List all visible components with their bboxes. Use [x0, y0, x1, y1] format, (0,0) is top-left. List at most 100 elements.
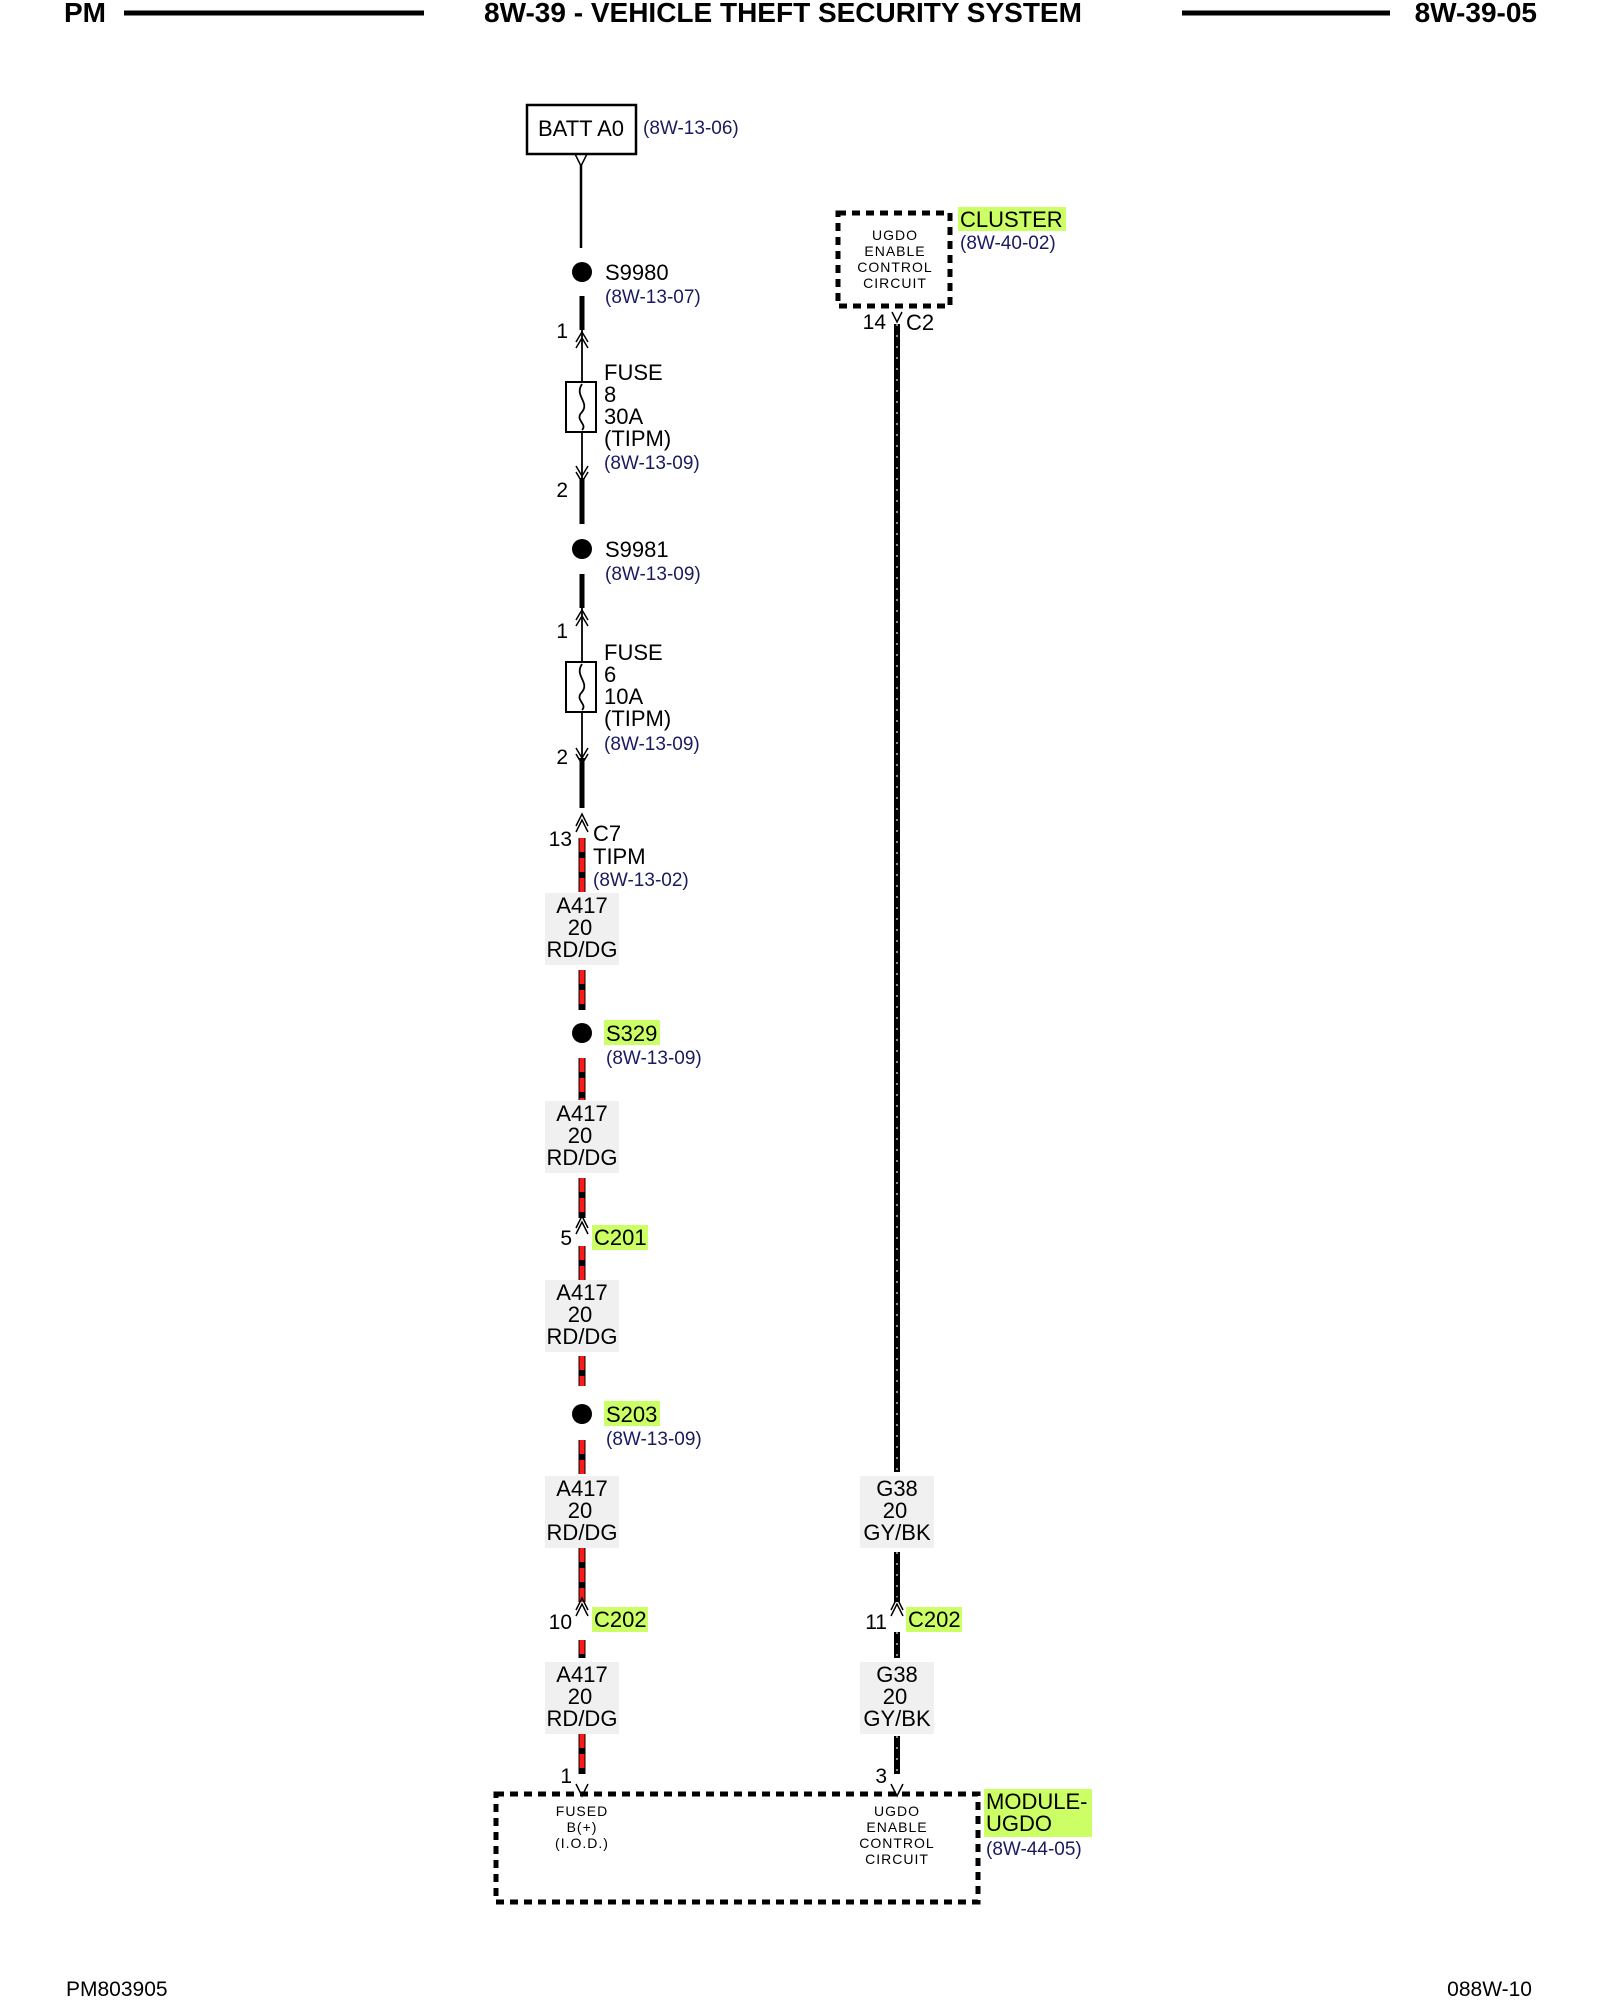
splice-s9981-ref: (8W-13-09) [605, 564, 701, 585]
cluster-box-line-1: UGDO [872, 227, 918, 243]
c202-right-connector-symbol [890, 1596, 904, 1617]
module-right-pin: 3 [875, 1765, 887, 1788]
fuse6-bottom-connector [575, 747, 589, 766]
module-right-line-3: CONTROL [859, 1835, 934, 1851]
wire-a417-1-color: RD/DG [547, 937, 618, 962]
fuse8-line-1: FUSE [604, 360, 663, 385]
cluster-name-highlight [958, 207, 1066, 231]
batt-box [525, 103, 638, 156]
fuse8-ref: (8W-13-09) [604, 453, 700, 474]
c202-right-highlight [906, 1607, 962, 1632]
wire-g38-1-gauge: 20 [883, 1498, 907, 1523]
wire-a417-4-color: RD/DG [547, 1520, 618, 1545]
c201-connector-symbol [575, 1214, 589, 1235]
fuse8-pin-bottom: 2 [556, 479, 568, 502]
wire-a417-2-code: A417 [556, 1101, 607, 1126]
fuse6-element [578, 663, 586, 711]
fuse6-line-2: 6 [604, 662, 616, 687]
page-header: PM 8W-39 - VEHICLE THEFT SECURITY SYSTEM… [64, 0, 1537, 28]
cluster-c2-terminal [891, 311, 903, 324]
cluster-ref: (8W-40-02) [960, 233, 1056, 254]
splice-s9980-ref: (8W-13-07) [605, 287, 701, 308]
wire-a417-1-code: A417 [556, 893, 607, 918]
cluster-box-line-3: CONTROL [857, 259, 932, 275]
fuse8-bottom-connector [575, 465, 589, 484]
fuse6-pin-top: 1 [556, 620, 568, 643]
splice-s203-dot [572, 1404, 592, 1424]
cluster-name: CLUSTER [960, 207, 1063, 232]
c202-left-pin: 10 [549, 1611, 572, 1634]
cluster-box-line-2: ENABLE [864, 243, 925, 259]
module-left-pin: 1 [560, 1765, 572, 1788]
c202-right-label: C202 [908, 1607, 961, 1632]
fuse6-pin-bottom: 2 [556, 746, 568, 769]
batt-ref: (8W-13-06) [643, 118, 739, 139]
cluster-pin: 14 [863, 311, 887, 334]
fuse6-line-1: FUSE [604, 640, 663, 665]
c7-pin: 13 [549, 828, 572, 851]
footer-left: PM803905 [66, 1978, 168, 2000]
wire-g38-2-code: G38 [876, 1662, 918, 1687]
wire-a417-5-color: RD/DG [547, 1706, 618, 1731]
cluster-connector: C2 [906, 310, 934, 335]
cluster-box [835, 210, 953, 309]
c201-highlight [592, 1225, 648, 1250]
splice-s9980-dot [572, 262, 592, 282]
module-ugdo-box [493, 1791, 981, 1905]
splice-s9981-dot [572, 539, 592, 559]
splice-s203-label: S203 [606, 1402, 657, 1427]
c202-left-connector-symbol [575, 1596, 589, 1617]
page-title: 8W-39 - VEHICLE THEFT SECURITY SYSTEM [484, 0, 1082, 28]
c7-label: C7 [593, 821, 621, 846]
module-right-line-2: ENABLE [866, 1819, 927, 1835]
wire-g38-label-2: G38 20 GY/BK [860, 1662, 934, 1734]
splice-s9980-label: S9980 [605, 260, 669, 285]
fuse8-body [565, 381, 597, 433]
splice-s9981-label: S9981 [605, 537, 669, 562]
wire-label-a417-5: A417 20 RD/DG [545, 1662, 619, 1734]
c7-sublabel: TIPM [593, 844, 646, 869]
module-name-line-2: UGDO [986, 1811, 1052, 1836]
wire-g38-1-code: G38 [876, 1476, 918, 1501]
splice-s203-highlight [604, 1401, 660, 1426]
fuse8-line-3: 30A [604, 404, 643, 429]
wire-a417-5-code: A417 [556, 1662, 607, 1687]
wire-a417-3-gauge: 20 [568, 1302, 592, 1327]
module-ref: (8W-44-05) [986, 1839, 1082, 1860]
wire-a417-4-code: A417 [556, 1476, 607, 1501]
module-left-line-1: FUSED [556, 1803, 608, 1819]
module-right-line-4: CIRCUIT [865, 1851, 929, 1867]
batt-label: BATT A0 [538, 116, 624, 141]
wire-a417-1-gauge: 20 [568, 915, 592, 940]
wire-g38-label-1: G38 20 GY/BK [860, 1476, 934, 1548]
module-right-terminal [890, 1783, 904, 1798]
cluster-box-line-4: CIRCUIT [863, 275, 927, 291]
wire-label-a417-3: A417 20 RD/DG [545, 1280, 619, 1352]
fuse6-body [565, 661, 597, 713]
wire-a417-4-gauge: 20 [568, 1498, 592, 1523]
c201-pin: 5 [560, 1227, 572, 1250]
wire-g38-2-gauge: 20 [883, 1684, 907, 1709]
module-name-line-1: MODULE- [986, 1789, 1087, 1814]
wire-a417-5-gauge: 20 [568, 1684, 592, 1709]
module-left-line-2: B(+) [567, 1819, 598, 1835]
splice-s203-ref: (8W-13-09) [606, 1429, 702, 1450]
c201-label: C201 [594, 1225, 647, 1250]
wire-a417-2-color: RD/DG [547, 1145, 618, 1170]
module-right-line-1: UGDO [874, 1803, 920, 1819]
header-left: PM [64, 0, 106, 28]
splice-s329-dot [572, 1023, 592, 1043]
fuse8-line-4: (TIPM) [604, 426, 671, 451]
c7-ref: (8W-13-02) [593, 870, 689, 891]
wire-a417-3-color: RD/DG [547, 1324, 618, 1349]
c202-left-highlight [592, 1607, 648, 1632]
wire-a417-3-code: A417 [556, 1280, 607, 1305]
c202-right-pin: 11 [865, 1611, 887, 1634]
fuse6-ref: (8W-13-09) [604, 734, 700, 755]
module-name-highlight [984, 1789, 1092, 1837]
wire-label-a417-1: A417 20 RD/DG [545, 893, 619, 965]
wire-label-a417-2: A417 20 RD/DG [545, 1101, 619, 1173]
splice-s329-label: S329 [606, 1021, 657, 1046]
footer-right: 088W-10 [1447, 1978, 1532, 2000]
